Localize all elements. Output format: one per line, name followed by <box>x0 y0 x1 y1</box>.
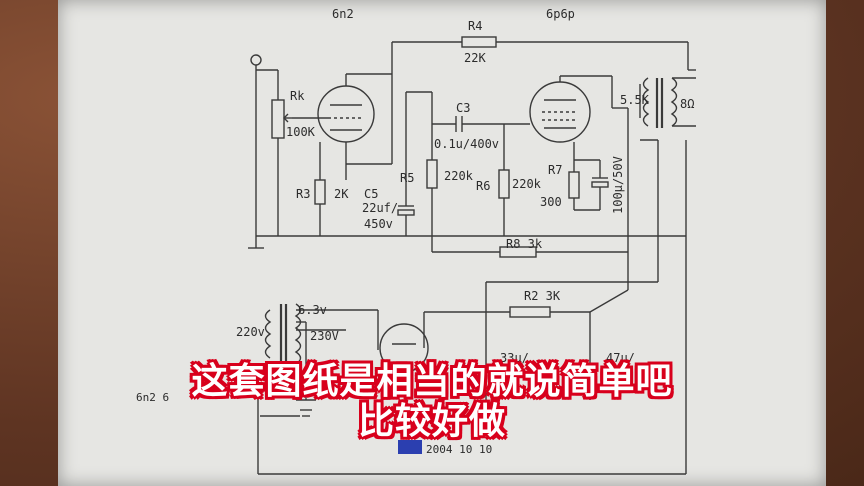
output-impedance: 5.5K <box>620 93 649 107</box>
r6-label: R6 <box>476 179 491 193</box>
resistor-r2-icon <box>509 306 551 318</box>
r2-label: R2 3K <box>524 289 561 303</box>
subtitle-line-1: 这套图纸是相当的就说简单吧 <box>191 361 673 402</box>
c5-value-1: 22uf/ <box>362 201 399 215</box>
tube-list: 6n2 6 <box>136 391 170 404</box>
output-transformer-icon <box>642 77 650 127</box>
resistor-r6-icon <box>498 169 510 199</box>
volume-pot-icon <box>271 99 285 139</box>
tube1-label: 6n2 <box>332 7 354 21</box>
c5-value-2: 450v <box>364 217 393 231</box>
capacitor-cathode-icon <box>591 181 609 188</box>
secondary-voltage: 230V <box>310 329 339 343</box>
r8-label: R8 3k <box>506 237 543 251</box>
resistor-r3-icon <box>314 179 326 205</box>
r5-value: 220k <box>444 169 473 183</box>
capacitor-c5-icon <box>397 209 415 216</box>
tube2-label: 6p6p <box>546 7 575 21</box>
tube-6n2-icon <box>317 85 375 143</box>
c3-label: C3 <box>456 101 471 115</box>
drawing-date: 2004 10 10 <box>426 443 493 456</box>
r4-label: R4 <box>468 19 483 33</box>
mains-voltage: 220v <box>236 325 265 339</box>
r5-label: R5 <box>400 171 415 185</box>
r3-value: 2K <box>334 187 349 201</box>
resistor-r4-icon <box>461 36 497 48</box>
resistor-r7-icon <box>568 171 580 199</box>
r6-value: 220k <box>512 177 541 191</box>
rk-label: Rk <box>290 89 305 103</box>
rectifier-tube-icon <box>379 323 429 373</box>
heater-voltage: 6.3v <box>298 303 327 317</box>
resistor-r5-icon <box>426 159 438 189</box>
r3-label: R3 <box>296 187 311 201</box>
speaker-impedance: 8Ω <box>680 97 695 111</box>
rk-value: 100K <box>286 125 315 139</box>
r4-value: 22K <box>464 51 486 65</box>
stamp-mark <box>398 440 422 454</box>
r7-value: 300 <box>540 195 562 209</box>
cathode-cap-value: 100μ/50V <box>611 156 625 214</box>
c5-label: C5 <box>364 187 379 201</box>
filter-cap-1: 33μ/ <box>500 351 529 365</box>
c3-value: 0.1u/400v <box>434 137 500 151</box>
filter-cap-2: 47μ/ <box>606 351 635 365</box>
input-jack-icon <box>250 54 262 66</box>
r7-label: R7 <box>548 163 563 177</box>
power-transformer-icon <box>264 309 272 359</box>
schematic-paper <box>58 0 826 486</box>
subtitle-line-2: 比较好做 <box>357 401 506 442</box>
